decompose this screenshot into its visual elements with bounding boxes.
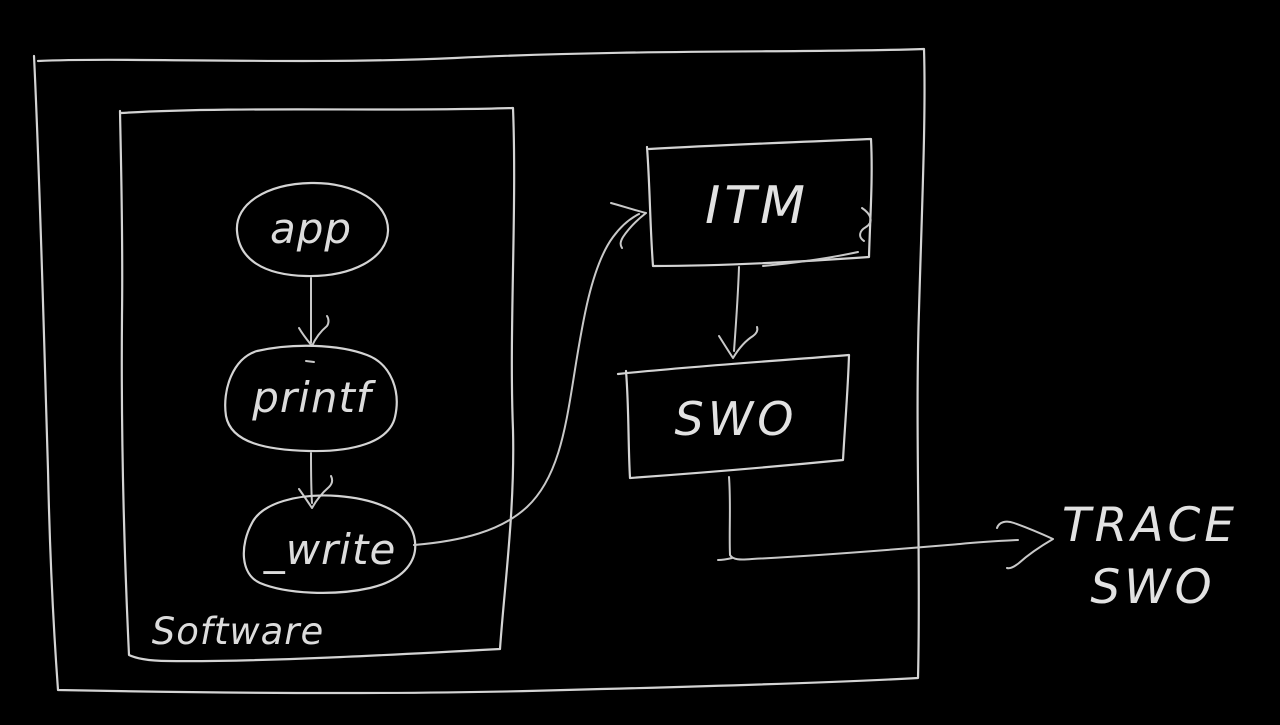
edge-itm-swo-arrowhead xyxy=(718,326,759,359)
outer-boundary-outline xyxy=(32,47,926,695)
edge-write-itm xyxy=(413,202,647,546)
edge-printf-write-arrowhead xyxy=(298,475,334,509)
itm-node-outline xyxy=(645,137,873,268)
trace-swo-label-line1: TRACE xyxy=(1062,498,1238,553)
swo-node-outline xyxy=(616,353,851,480)
software-group-label: Software xyxy=(152,610,325,653)
itm-node-label: ITM xyxy=(705,176,809,236)
edge-swo-trace-corner-tail xyxy=(717,557,733,561)
node-app: app xyxy=(235,181,390,278)
edge-printf-write-shaft xyxy=(310,452,313,504)
printf-node-label: printf xyxy=(251,373,377,422)
trace-swo-label-line2: SWO xyxy=(1090,560,1215,615)
app-node-label: app xyxy=(270,204,352,253)
printf-node-outline xyxy=(224,344,398,453)
write-node-outline xyxy=(242,494,417,594)
write-node-label: _write xyxy=(263,525,397,574)
edge-write-itm-arrowhead xyxy=(610,202,647,249)
app-node-outline xyxy=(235,181,390,278)
node-printf: printf xyxy=(224,344,398,453)
software-group: Software xyxy=(118,106,516,663)
node-swo: SWO xyxy=(616,353,851,480)
printf-pen-mark xyxy=(305,360,315,363)
edge-app-printf-arrowhead xyxy=(298,315,330,347)
trace-swo-label: TRACE SWO xyxy=(1062,498,1238,615)
edge-itm-swo xyxy=(718,266,759,359)
edge-app-printf xyxy=(298,277,330,347)
edge-printf-write xyxy=(298,452,334,509)
node-itm: ITM xyxy=(645,137,873,268)
edge-itm-swo-shaft xyxy=(733,266,740,352)
itm-double-stroke xyxy=(762,251,859,267)
software-group-outline xyxy=(118,106,516,663)
itm-right-squiggle xyxy=(859,207,872,242)
edge-swo-trace-shaft xyxy=(728,476,1019,561)
node-write: _write xyxy=(242,494,417,594)
edge-swo-trace-arrowhead xyxy=(996,520,1054,570)
edge-swo-trace xyxy=(717,476,1054,570)
edge-write-itm-shaft xyxy=(413,213,640,546)
outer-boundary xyxy=(32,47,926,695)
swo-node-label: SWO xyxy=(675,392,798,446)
